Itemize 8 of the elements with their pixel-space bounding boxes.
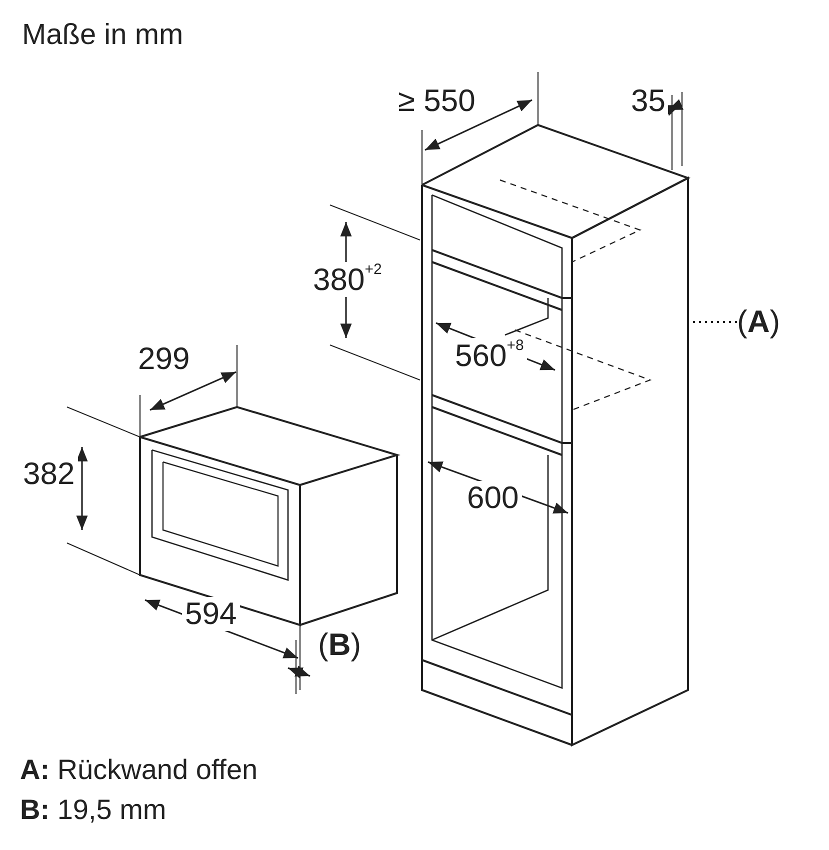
leader-line	[688, 321, 737, 323]
dimension-label: 594	[182, 597, 240, 632]
note-text: B: 19,5 mm	[20, 795, 166, 826]
callout-letter: (A)	[737, 305, 780, 340]
callout-letter: (B)	[318, 628, 362, 662]
note-text: A: Rückwand offen	[20, 755, 258, 786]
title: Maße in mm	[22, 20, 184, 52]
cabinet-side-panel	[571, 176, 689, 747]
